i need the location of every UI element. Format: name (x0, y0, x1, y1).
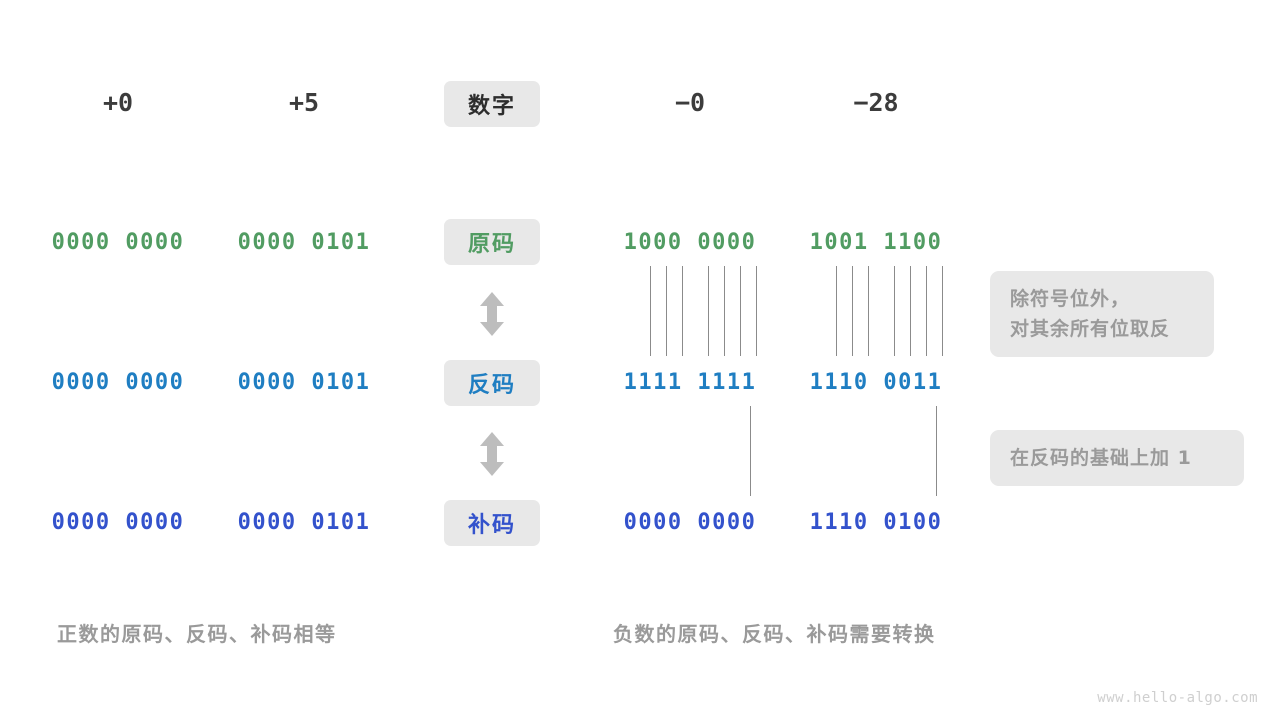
caption-negative: 负数的原码、反码、补码需要转换 (613, 622, 936, 646)
true-form-value-plus-zero: 0000 0000 (51, 230, 185, 255)
badge-ones-complement: 反码 (444, 360, 540, 406)
twos-complement-value-minus-zero: 0000 0000 (623, 510, 757, 535)
connector-tick (868, 266, 870, 356)
note-add-one: 在反码的基础上加 1 (990, 430, 1244, 486)
connector-tick (750, 406, 752, 496)
badge-twos-complement: 补码 (444, 500, 540, 546)
badge-number: 数字 (444, 81, 540, 127)
header-number-plus-five: +5 (288, 88, 320, 117)
twos-complement-value-plus-zero: 0000 0000 (51, 510, 185, 535)
note-invert-bits-line-1: 除符号位外， (1010, 288, 1131, 310)
note-add-one-line-1: 在反码的基础上加 1 (1010, 447, 1192, 469)
connector-tick (682, 266, 684, 356)
connector-tick (894, 266, 896, 356)
connector-tick (708, 266, 710, 356)
connector-tick (836, 266, 838, 356)
note-invert-bits: 除符号位外， 对其余所有位取反 (990, 271, 1214, 357)
note-invert-bits-line-2: 对其余所有位取反 (1010, 318, 1171, 340)
ones-complement-value-plus-zero: 0000 0000 (51, 370, 185, 395)
connector-tick (942, 266, 944, 356)
connector-tick (666, 266, 668, 356)
connector-tick (650, 266, 652, 356)
header-number-plus-zero: +0 (102, 88, 134, 117)
connector-tick (724, 266, 726, 356)
header-number-minus-zero: −0 (674, 88, 706, 117)
twos-complement-value-plus-five: 0000 0101 (237, 510, 371, 535)
connector-tick (740, 266, 742, 356)
ones-complement-value-plus-five: 0000 0101 (237, 370, 371, 395)
watermark: www.hello-algo.com (1097, 690, 1258, 706)
connector-tick (756, 266, 758, 356)
double-arrow-icon-true-to-ones (477, 290, 507, 338)
connector-tick (910, 266, 912, 356)
true-form-value-plus-five: 0000 0101 (237, 230, 371, 255)
connector-tick (936, 406, 938, 496)
ones-complement-value-minus-zero: 1111 1111 (623, 370, 757, 395)
connector-tick (852, 266, 854, 356)
connector-tick (926, 266, 928, 356)
badge-true-form: 原码 (444, 219, 540, 265)
true-form-value-minus-zero: 1000 0000 (623, 230, 757, 255)
header-number-minus-28: −28 (853, 88, 899, 117)
twos-complement-value-minus-28: 1110 0100 (809, 510, 943, 535)
double-arrow-icon-ones-to-twos (477, 430, 507, 478)
true-form-value-minus-28: 1001 1100 (809, 230, 943, 255)
caption-positive: 正数的原码、反码、补码相等 (57, 622, 337, 646)
ones-complement-value-minus-28: 1110 0011 (809, 370, 943, 395)
